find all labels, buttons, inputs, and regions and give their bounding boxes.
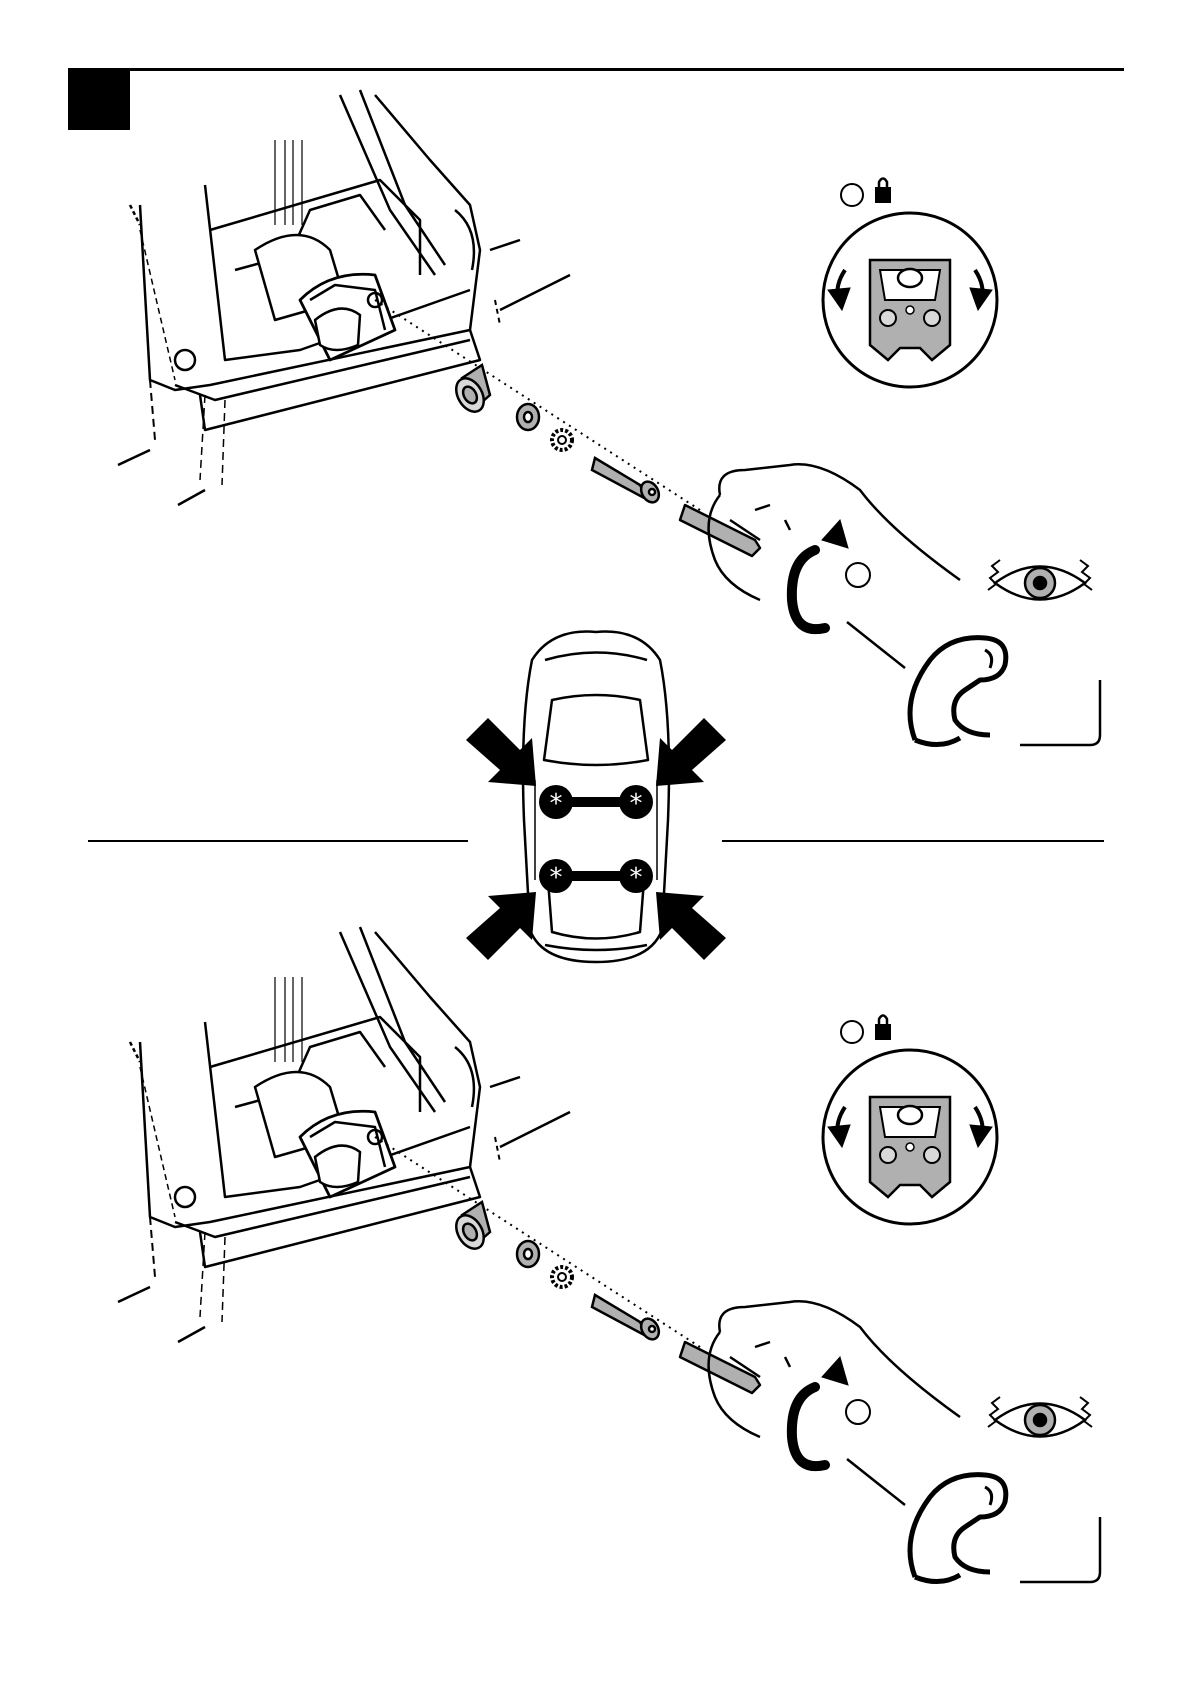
arrow-rear-left	[466, 892, 536, 960]
arrow-rear-right	[656, 892, 726, 960]
svg-text:*: *	[630, 863, 643, 893]
svg-text:*: *	[550, 789, 563, 819]
svg-text:*: *	[550, 863, 563, 893]
svg-text:*: *	[630, 789, 643, 819]
lower-assembly-panel	[118, 927, 1100, 1582]
